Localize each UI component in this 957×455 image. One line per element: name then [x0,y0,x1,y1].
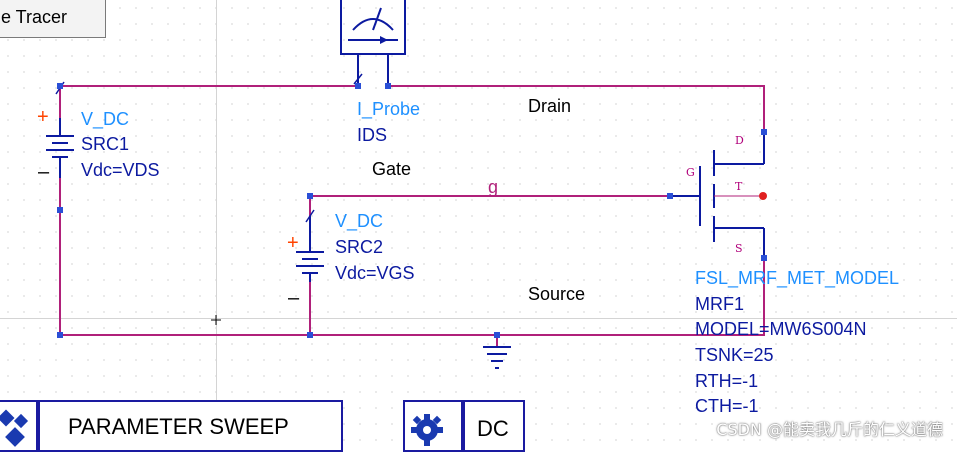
cursor-crosshair [211,315,221,325]
dc-icon-box[interactable] [403,400,463,452]
param-sweep-icon [0,409,29,447]
wire-drain-right [388,85,765,132]
tracer-button-label: e Tracer [1,7,68,27]
watermark: CSDN @能卖我几斤的仁义道德 [716,420,943,439]
pin-label-s: S [735,242,743,255]
net-label-gate[interactable]: Gate [372,159,412,179]
probe-type-label[interactable]: I_Probe [357,99,421,119]
transistor-model-type-label[interactable]: FSL_MRF_MET_MODEL [695,268,900,288]
grid-guide-vertical [216,0,217,446]
src2-name-label[interactable]: SRC2 [335,237,384,257]
param-sweep-controller[interactable]: PARAMETER SWEEP [38,400,343,452]
net-label-source[interactable]: Source [528,284,586,304]
src1-plus: + [37,106,49,128]
probe-symbol[interactable] [340,0,406,86]
pin-label-g: G [686,166,695,179]
src2-param-label[interactable]: Vdc=VGS [335,263,415,283]
dc-gear-icon [411,414,443,446]
src2-type-label[interactable]: V_DC [335,211,384,231]
dc-label: DC [477,416,509,441]
src1-minus: – [38,161,50,183]
probe-name-label[interactable]: IDS [357,125,388,145]
net-label-drain[interactable]: Drain [528,96,572,116]
src1-type-label[interactable]: V_DC [81,109,130,129]
param-sweep-label: PARAMETER SWEEP [68,414,289,439]
transistor-param-cth[interactable]: CTH=-1 [695,396,759,416]
src2-plus: + [287,232,299,254]
dc-controller[interactable]: DC [463,400,525,452]
thermal-node-dot[interactable] [759,192,767,200]
wire-source-loop [59,178,765,336]
transistor-param-tsnk[interactable]: TSNK=25 [695,345,774,365]
grid-guide-horizontal [0,318,957,319]
pin-label-t: T [735,180,743,193]
transistor-param-model[interactable]: MODEL=MW6S004N [695,319,867,339]
ground-symbol[interactable] [483,346,511,369]
src2-minus: – [288,287,300,309]
src1-param-label[interactable]: Vdc=VDS [81,160,160,180]
src1-name-label[interactable]: SRC1 [81,134,130,154]
connection-nodes [57,83,767,338]
transistor-param-rth[interactable]: RTH=-1 [695,371,759,391]
transistor-symbol[interactable] [670,132,765,258]
param-sweep-icon-box[interactable] [0,400,38,452]
wires [59,85,765,346]
pin-label-d: D [735,134,744,147]
src2-symbol[interactable] [296,209,324,282]
wire-label-g[interactable]: g [488,177,499,197]
tracer-button[interactable]: e Tracer [0,0,106,38]
transistor-name-label[interactable]: MRF1 [695,294,744,314]
